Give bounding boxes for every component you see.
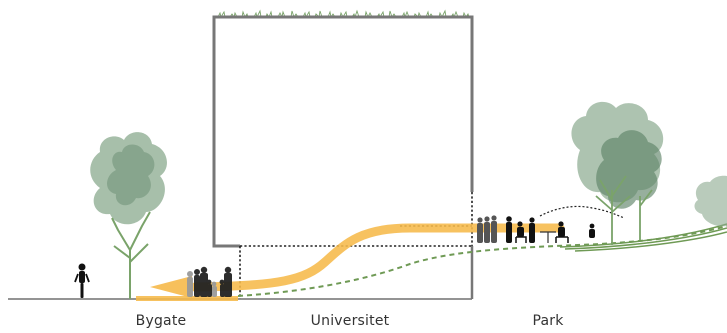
table-line [540,231,556,243]
green-dashed-path [237,225,727,297]
park-ground [559,223,727,252]
people-group-icon [187,266,232,297]
tree-icon [90,132,167,299]
cyclist-icon [74,263,90,298]
dotted-canopy-line [539,205,625,219]
park-tree-icon [571,101,727,245]
flow-arrow-underline [136,296,238,301]
flow-arrow-head [150,276,192,298]
seated-people-icon [477,205,625,243]
label-bygate: Bygate [135,313,187,329]
flow-arrow-band [190,223,565,292]
building-outline [212,15,474,248]
label-park: Park [532,313,564,329]
label-universitet: Universitet [310,313,390,329]
